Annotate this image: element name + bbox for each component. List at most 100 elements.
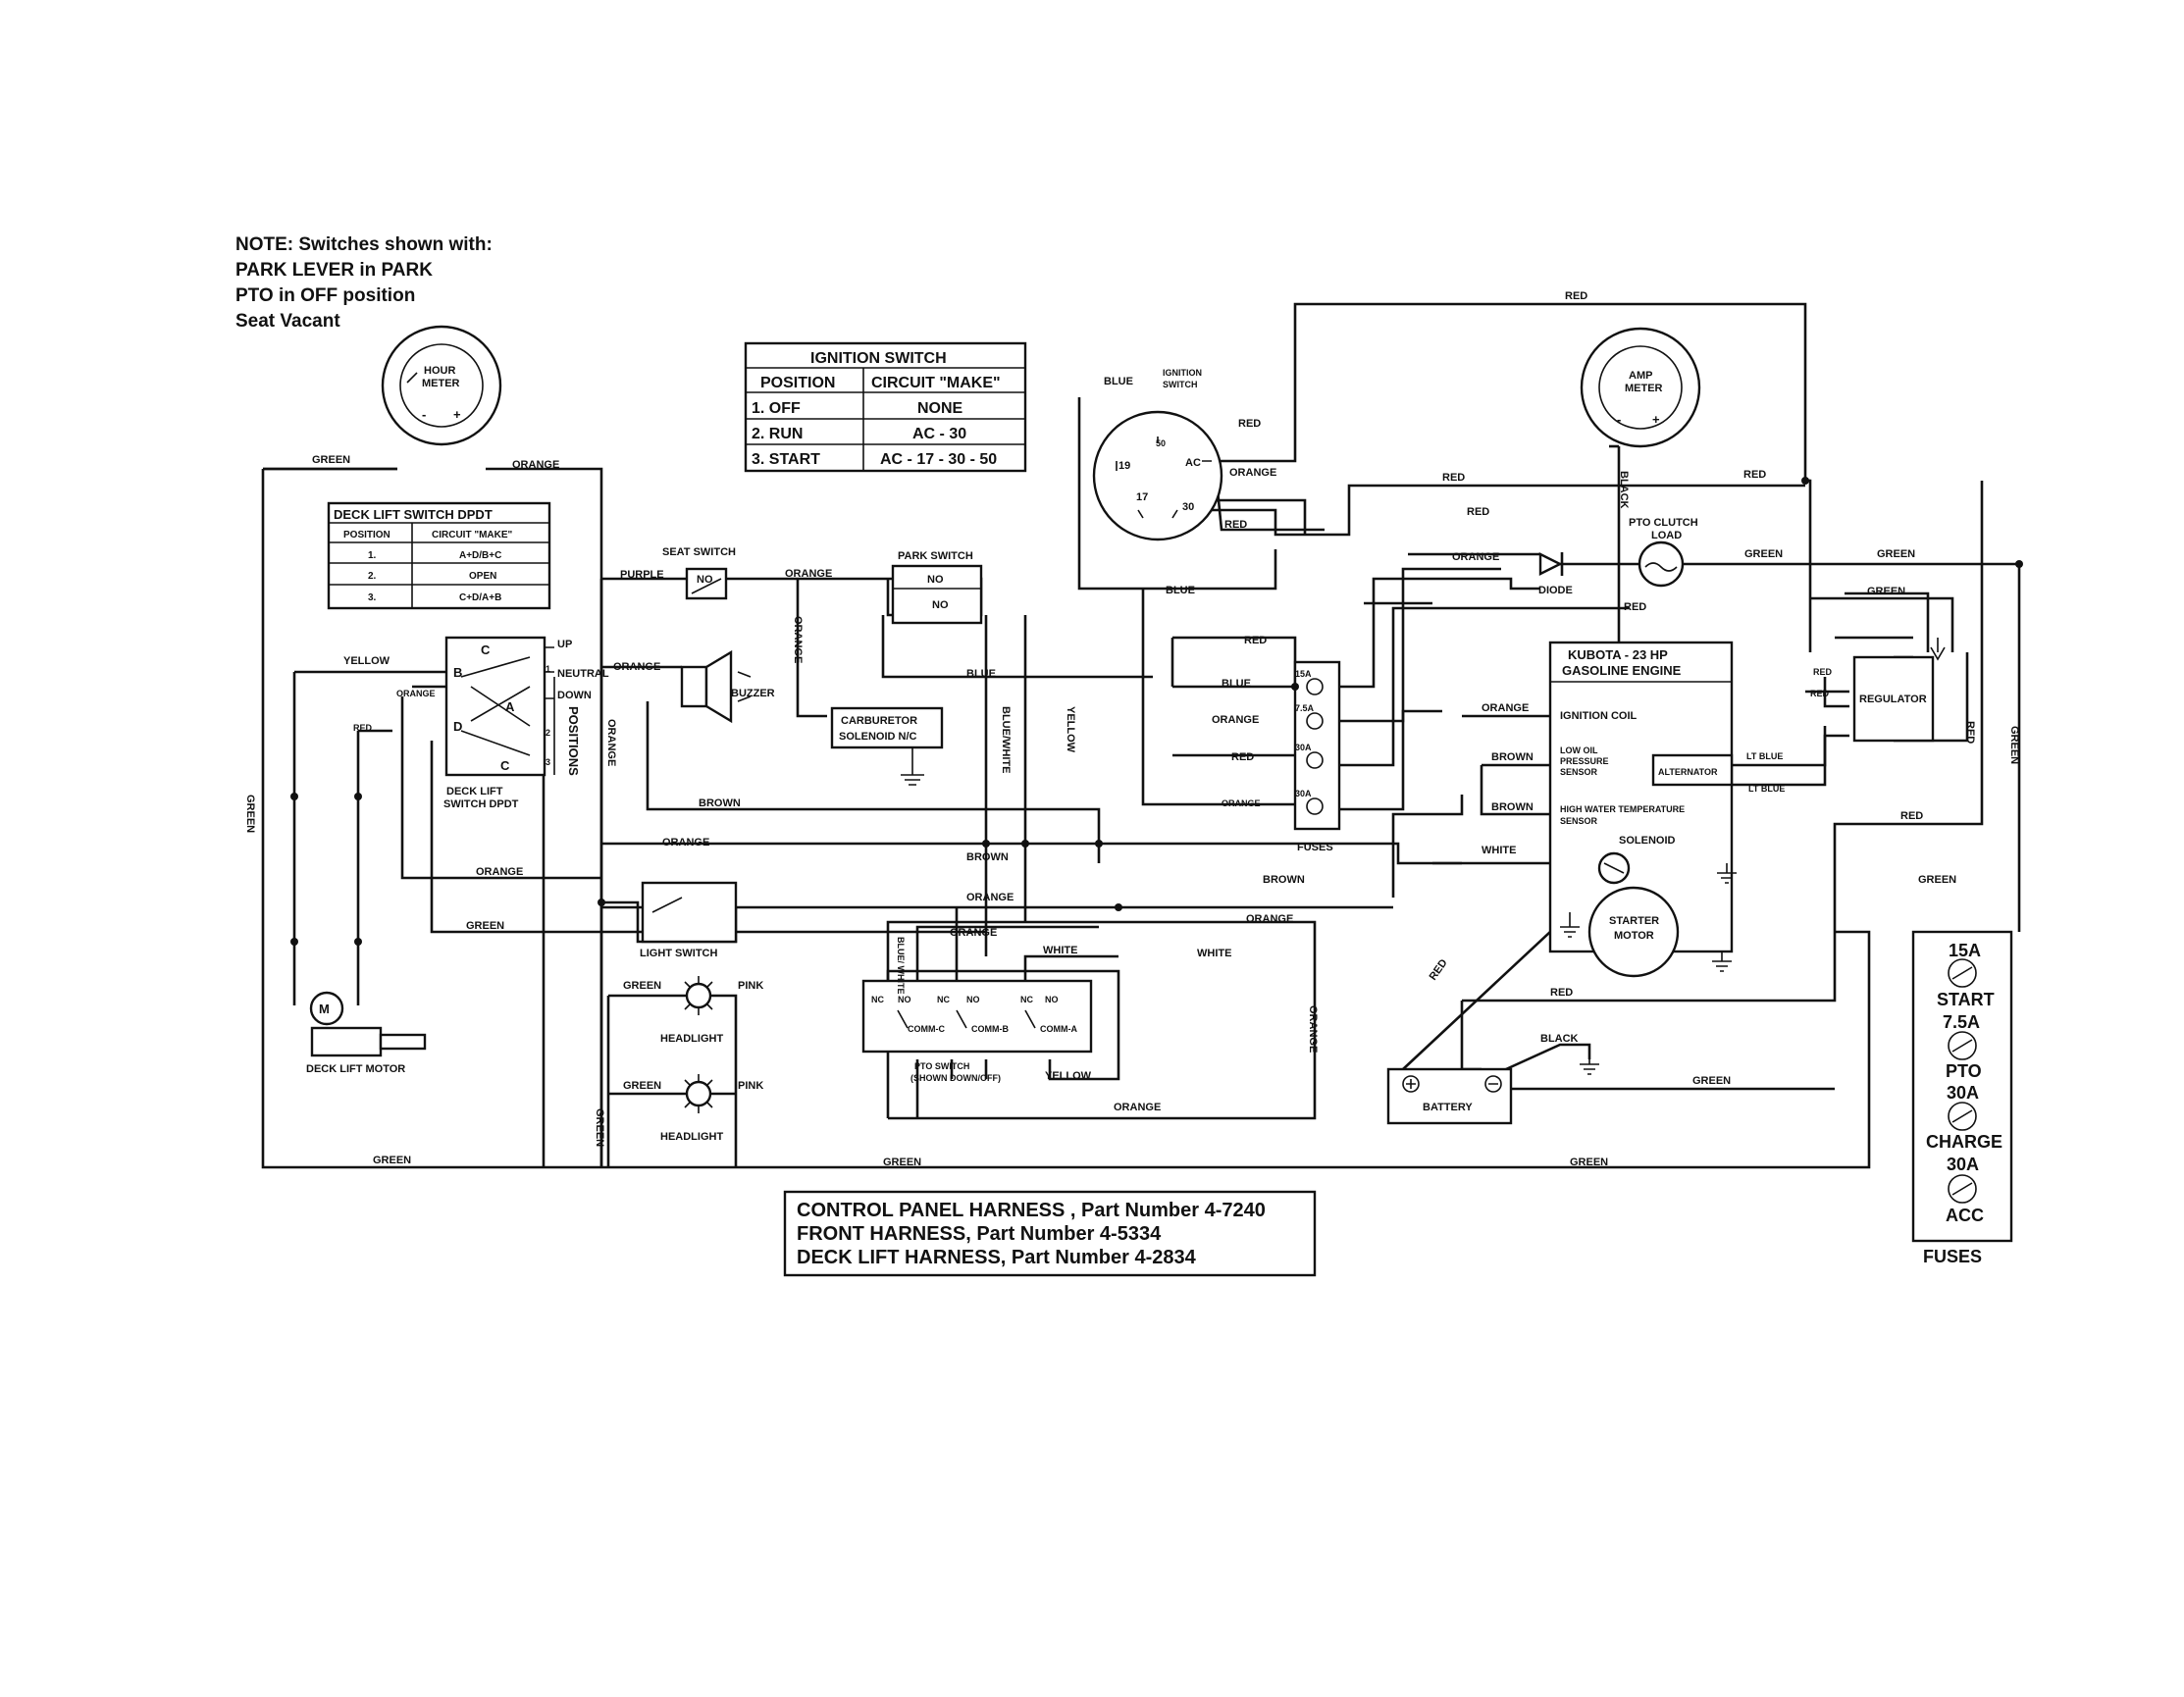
svg-text:DECK LIFT SWITCH DPDT: DECK LIFT SWITCH DPDT (334, 507, 493, 522)
svg-text:IGNITION: IGNITION (1163, 368, 1202, 378)
svg-text:RED: RED (1550, 987, 1573, 999)
svg-text:LOAD: LOAD (1651, 530, 1682, 541)
svg-text:RED: RED (1900, 810, 1923, 822)
svg-text:50: 50 (1156, 438, 1166, 448)
svg-text:BROWN: BROWN (1491, 801, 1534, 813)
svg-text:PTO: PTO (1946, 1061, 1982, 1081)
svg-text:BLUE/WHITE: BLUE/WHITE (1000, 706, 1012, 773)
svg-text:KUBOTA - 23 HP: KUBOTA - 23 HP (1568, 647, 1668, 662)
svg-text:A: A (505, 699, 515, 714)
hour-meter: HOUR METER - + (381, 325, 502, 446)
kubota-engine: KUBOTA - 23 HP GASOLINE ENGINE IGNITION … (1548, 641, 1737, 978)
inline-fuses: 15A 7.5A 30A 30A FUSES (1293, 660, 1341, 853)
svg-text:HEADLIGHT: HEADLIGHT (660, 1131, 723, 1143)
svg-text:+: + (453, 407, 461, 422)
svg-text:30A: 30A (1295, 743, 1312, 752)
svg-text:ORANGE: ORANGE (662, 837, 709, 848)
svg-text:GREEN: GREEN (312, 454, 350, 466)
svg-text:-: - (422, 407, 426, 422)
svg-text:ACC: ACC (1946, 1206, 1984, 1225)
svg-text:AC: AC (1185, 457, 1201, 469)
harness-box: CONTROL PANEL HARNESS , Part Number 4-72… (783, 1190, 1317, 1277)
svg-text:DOWN: DOWN (557, 690, 592, 701)
svg-text:GREEN: GREEN (244, 795, 256, 833)
svg-text:(SHOWN DOWN/OFF): (SHOWN DOWN/OFF) (910, 1073, 1001, 1083)
svg-text:GREEN: GREEN (466, 920, 504, 932)
svg-text:BLUE: BLUE (1166, 585, 1195, 596)
svg-text:CARBURETOR: CARBURETOR (841, 715, 917, 727)
svg-text:2.: 2. (368, 571, 377, 582)
svg-text:DECK LIFT HARNESS, Part Number: DECK LIFT HARNESS, Part Number 4-2834 (797, 1247, 1197, 1268)
svg-text:METER: METER (422, 378, 460, 389)
svg-text:ORANGE: ORANGE (1222, 798, 1261, 808)
svg-text:RED: RED (1244, 635, 1267, 646)
svg-text:PINK: PINK (738, 980, 763, 992)
svg-text:ORANGE: ORANGE (966, 892, 1014, 903)
svg-text:GREEN: GREEN (594, 1108, 605, 1147)
svg-text:DECK LIFT: DECK LIFT (446, 786, 503, 797)
svg-text:IGNITION COIL: IGNITION COIL (1560, 710, 1638, 722)
svg-text:ORANGE: ORANGE (1482, 702, 1529, 714)
svg-text:ORANGE: ORANGE (1452, 551, 1499, 563)
svg-text:BLUE: BLUE (966, 668, 996, 680)
svg-text:NOTE: Switches shown with:: NOTE: Switches shown with: (235, 234, 493, 255)
svg-text:IGNITION SWITCH: IGNITION SWITCH (810, 350, 947, 367)
svg-text:START: START (1937, 990, 1995, 1009)
svg-text:2: 2 (546, 728, 550, 738)
svg-text:STARTER: STARTER (1609, 915, 1659, 927)
deck-lift-switch: B C A D C UP NEUTRAL DOWN 1 2 3 DECK LIF… (443, 636, 609, 810)
svg-text:RED: RED (1565, 290, 1587, 302)
svg-text:ORANGE: ORANGE (792, 616, 804, 663)
svg-text:-: - (1617, 412, 1621, 427)
svg-text:B: B (453, 665, 462, 680)
svg-text:BROWN: BROWN (699, 797, 741, 809)
svg-text:ORANGE: ORANGE (785, 568, 832, 580)
svg-text:NO: NO (927, 574, 944, 586)
svg-text:C+D/A+B: C+D/A+B (459, 592, 501, 603)
amp-meter: AMP METER - + (1580, 327, 1701, 448)
svg-text:BROWN: BROWN (1491, 751, 1534, 763)
svg-text:PARK SWITCH: PARK SWITCH (898, 550, 973, 562)
svg-text:SWITCH DPDT: SWITCH DPDT (443, 798, 519, 810)
svg-text:3: 3 (546, 757, 550, 767)
battery: BATTERY (1386, 1059, 1599, 1125)
switch-note: NOTE: Switches shown with: PARK LEVER in… (235, 234, 493, 332)
svg-text:GREEN: GREEN (1570, 1157, 1608, 1168)
seat-switch: NO SEAT SWITCH (662, 546, 736, 600)
svg-text:30A: 30A (1947, 1155, 1979, 1174)
svg-text:NO: NO (1045, 995, 1059, 1004)
svg-text:NO: NO (932, 599, 949, 611)
svg-text:RED: RED (1624, 601, 1646, 613)
svg-text:ORANGE: ORANGE (950, 927, 997, 939)
svg-text:PINK: PINK (738, 1080, 763, 1092)
svg-text:NEUTRAL: NEUTRAL (557, 668, 609, 680)
svg-text:FRONT HARNESS, Part Number 4-5: FRONT HARNESS, Part Number 4-5334 (797, 1223, 1162, 1245)
carburetor-solenoid: CARBURETOR SOLENOID N/C (830, 706, 944, 786)
svg-text:RED: RED (1224, 519, 1247, 531)
svg-text:AC - 30: AC - 30 (912, 426, 966, 442)
svg-text:OPEN: OPEN (469, 571, 496, 582)
svg-text:RED: RED (1231, 751, 1254, 763)
svg-text:RED: RED (1743, 469, 1766, 481)
svg-text:WHITE: WHITE (1197, 948, 1231, 959)
svg-text:Seat Vacant: Seat Vacant (235, 311, 340, 332)
svg-text:GREEN: GREEN (1918, 874, 1956, 886)
svg-text:POSITION: POSITION (343, 530, 390, 540)
svg-text:PURPLE: PURPLE (620, 569, 664, 581)
svg-text:NONE: NONE (917, 400, 963, 417)
ignition-switch-table: IGNITION SWITCH POSITION CIRCUIT "MAKE" … (744, 341, 1027, 473)
regulator: REGULATOR (1852, 638, 1946, 743)
svg-text:+: + (1652, 412, 1660, 427)
svg-text:ALTERNATOR: ALTERNATOR (1658, 767, 1718, 777)
svg-text:RED: RED (1428, 957, 1450, 983)
svg-text:YELLOW: YELLOW (1065, 706, 1076, 753)
svg-text:ORANGE: ORANGE (605, 719, 617, 766)
svg-text:NC: NC (1020, 995, 1033, 1004)
svg-text:AC - 17 - 30 - 50: AC - 17 - 30 - 50 (880, 451, 997, 468)
svg-text:GASOLINE ENGINE: GASOLINE ENGINE (1562, 663, 1682, 678)
svg-text:GREEN: GREEN (373, 1155, 411, 1166)
svg-text:PTO SWITCH: PTO SWITCH (914, 1061, 969, 1071)
svg-text:CIRCUIT "MAKE": CIRCUIT "MAKE" (871, 375, 1001, 391)
svg-text:1.: 1. (368, 550, 377, 561)
svg-text:BLUE/ WHITE: BLUE/ WHITE (896, 937, 906, 995)
